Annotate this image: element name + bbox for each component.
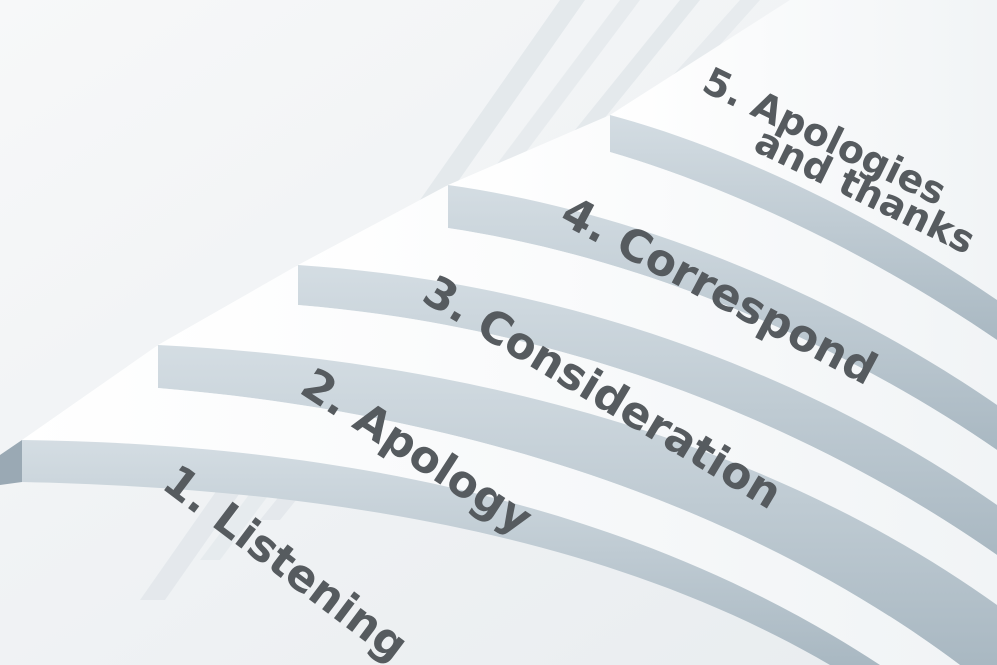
step-1	[0, 345, 960, 665]
